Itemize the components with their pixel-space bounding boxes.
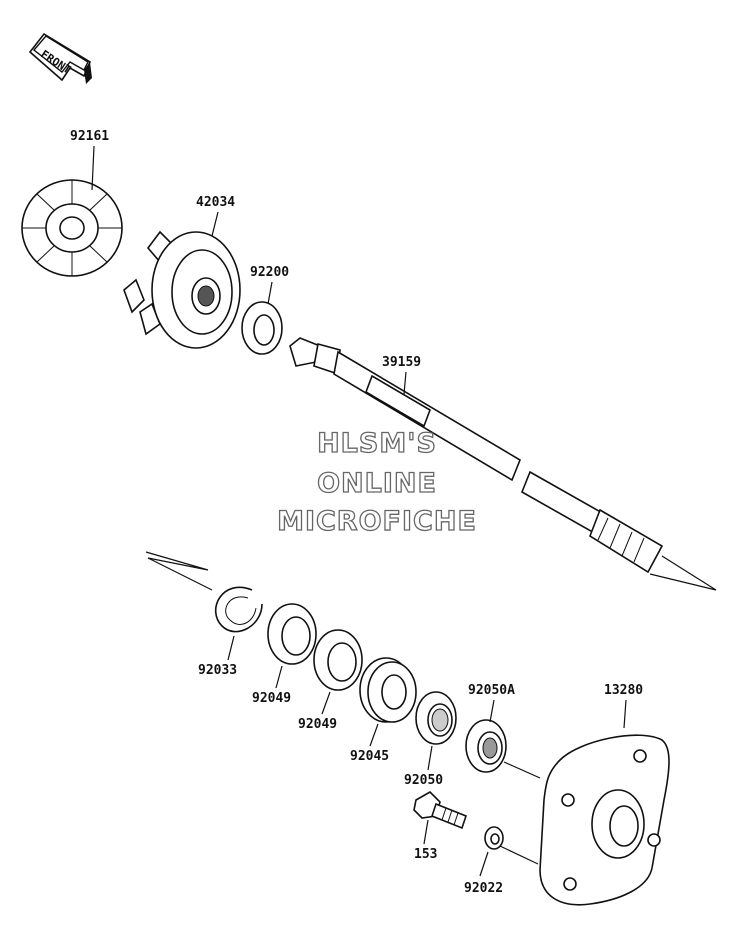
housing-part	[539, 734, 670, 906]
part-number-92049-b: 92049	[298, 717, 337, 732]
watermark-line-1: HLSM'S	[317, 428, 437, 459]
watermark-line-2: ONLINE	[317, 468, 437, 499]
oil-seal-1-part	[267, 603, 317, 665]
seal-92050-part	[415, 691, 457, 745]
circlip-part	[214, 586, 263, 633]
bearing-part	[359, 657, 417, 723]
front-arrow-icon: FRONT	[28, 32, 92, 84]
part-number-42034: 42034	[196, 195, 235, 210]
shaft-part	[289, 337, 664, 574]
small-washer-part	[484, 826, 504, 850]
damper-part	[21, 179, 123, 277]
washer-part	[241, 301, 283, 355]
part-number-92022: 92022	[464, 881, 503, 896]
watermark-line-3: MICROFICHE	[277, 506, 477, 537]
part-number-153: 153	[414, 847, 437, 862]
part-number-39159: 39159	[382, 355, 421, 370]
part-number-13280: 13280	[604, 683, 643, 698]
bolt-part	[413, 791, 467, 830]
oil-seal-2-part	[313, 629, 363, 691]
seal-92050a-part	[465, 719, 507, 773]
part-number-92050: 92050	[404, 773, 443, 788]
part-number-92050A: 92050A	[468, 683, 515, 698]
part-number-92161: 92161	[70, 129, 109, 144]
part-number-92200: 92200	[250, 265, 289, 280]
impeller-part	[123, 230, 241, 349]
part-number-92033: 92033	[198, 663, 237, 678]
part-number-92049-a: 92049	[252, 691, 291, 706]
part-number-92045: 92045	[350, 749, 389, 764]
